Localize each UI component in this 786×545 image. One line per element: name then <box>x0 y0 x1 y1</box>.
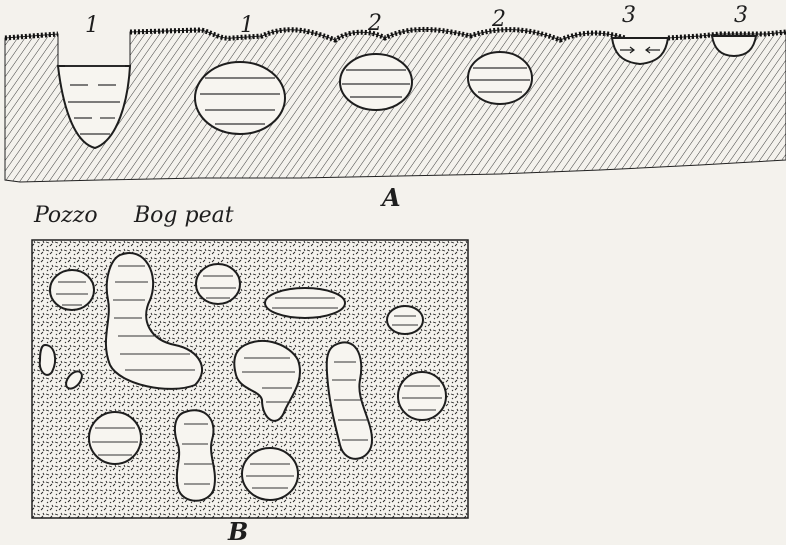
panel-a-cross-section: 1 1 2 2 3 3 Pozzo Bog peat A <box>5 3 786 228</box>
caption-bog-peat: Bog peat <box>133 203 234 228</box>
panel-b-plan-view: B <box>32 240 468 545</box>
pool <box>50 270 94 310</box>
pool <box>242 448 298 500</box>
pit-1-overgrowing <box>195 62 285 134</box>
pit-label-1a: 1 <box>85 13 99 38</box>
caption-pozzo: Pozzo <box>33 203 98 228</box>
pit-label-3b: 3 <box>734 3 748 28</box>
panel-b-letter: B <box>227 517 248 545</box>
pit-2-buried <box>468 52 532 104</box>
pool <box>398 372 446 420</box>
pool <box>265 288 345 318</box>
pit-label-2a: 2 <box>367 11 382 36</box>
pool <box>89 412 141 464</box>
pit-2-closing <box>340 54 412 110</box>
pit-label-2b: 2 <box>491 7 506 32</box>
pit-label-1b: 1 <box>240 13 254 38</box>
pool <box>40 345 55 375</box>
pool <box>387 306 423 334</box>
pit-label-3a: 3 <box>622 3 636 28</box>
panel-a-letter: A <box>380 183 401 212</box>
